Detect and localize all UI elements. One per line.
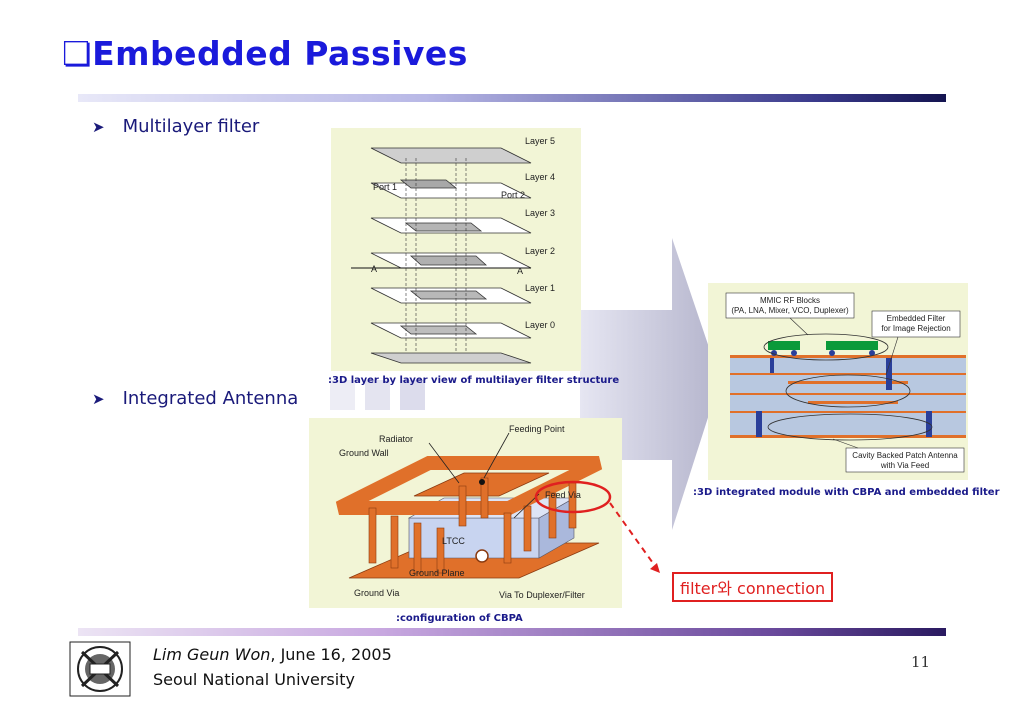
footer-university: Seoul National University [153, 670, 355, 689]
integrated-module-diagram: MMIC RF Blocks (PA, LNA, Mixer, VCO, Dup… [725, 292, 966, 473]
label-radiator: Radiator [379, 434, 413, 444]
title-divider [78, 94, 946, 102]
university-emblem-icon [69, 641, 131, 697]
label-a-right: A [517, 266, 523, 276]
label-cbpa-1: Cavity Backed Patch Antenna [852, 451, 958, 460]
label-feed-via: Feed Via [545, 490, 581, 500]
page-number: 11 [911, 653, 931, 671]
bullet-text: Multilayer filter [122, 116, 260, 137]
callout-filter-connection: filter와 connection [672, 572, 834, 602]
label-a-left: A [371, 264, 377, 274]
label-ltcc: LTCC [442, 536, 465, 546]
label-port1: Port 1 [373, 182, 397, 192]
bullet-multilayer-filter: ➤ Multilayer filter [92, 116, 259, 137]
footer-date: , June 16, 2005 [270, 645, 392, 664]
caption-multilayer-filter: :3D layer by layer view of multilayer fi… [328, 375, 620, 386]
caption-integrated-module: :3D integrated module with CBPA and embe… [693, 487, 1000, 498]
footer-divider [78, 628, 946, 636]
label-mmic-1: MMIC RF Blocks [760, 296, 820, 305]
footer-author-line: Lim Geun Won, June 16, 2005 [153, 645, 392, 664]
label-layer5: Layer 5 [525, 136, 555, 146]
label-via-to-duplexer: Via To Duplexer/Filter [499, 590, 585, 600]
footer-author: Lim Geun Won [153, 645, 271, 664]
label-ground-via: Ground Via [354, 588, 399, 598]
cbpa-diagram: Radiator Ground Wall Feeding Point Feed … [335, 424, 603, 600]
slide-title: ❏Embedded Passives [62, 34, 468, 73]
figure-integrated-module: MMIC RF Blocks (PA, LNA, Mixer, VCO, Dup… [708, 283, 968, 480]
label-layer2: Layer 2 [525, 246, 555, 256]
bullet-arrow-icon: ➤ [92, 390, 105, 408]
label-filter-1: Embedded Filter [887, 314, 946, 323]
label-feeding-point: Feeding Point [509, 424, 565, 434]
label-cbpa-2: with Via Feed [880, 461, 929, 470]
bullet-integrated-antenna: ➤ Integrated Antenna [92, 388, 298, 409]
label-layer3: Layer 3 [525, 208, 555, 218]
label-layer4: Layer 4 [525, 172, 555, 182]
bullet-arrow-icon: ➤ [92, 118, 105, 136]
label-ground-plane: Ground Plane [409, 568, 465, 578]
label-mmic-2: (PA, LNA, Mixer, VCO, Duplexer) [731, 306, 849, 315]
feed-via-highlight [534, 480, 661, 574]
figure-cbpa: Radiator Ground Wall Feeding Point Feed … [309, 418, 622, 608]
label-ground-wall: Ground Wall [339, 448, 389, 458]
caption-cbpa: :configuration of CBPA [396, 613, 523, 624]
figure-multilayer-filter: Layer 5 Layer 4 Port 1 Port 2 Layer 3 La… [331, 128, 581, 371]
bullet-text: Integrated Antenna [122, 388, 299, 409]
label-port2: Port 2 [501, 190, 525, 200]
label-layer1: Layer 1 [525, 283, 555, 293]
label-layer0: Layer 0 [525, 320, 555, 330]
label-filter-2: for Image Rejection [881, 324, 950, 333]
multilayer-filter-diagram: Layer 5 Layer 4 Port 1 Port 2 Layer 3 La… [351, 136, 555, 364]
